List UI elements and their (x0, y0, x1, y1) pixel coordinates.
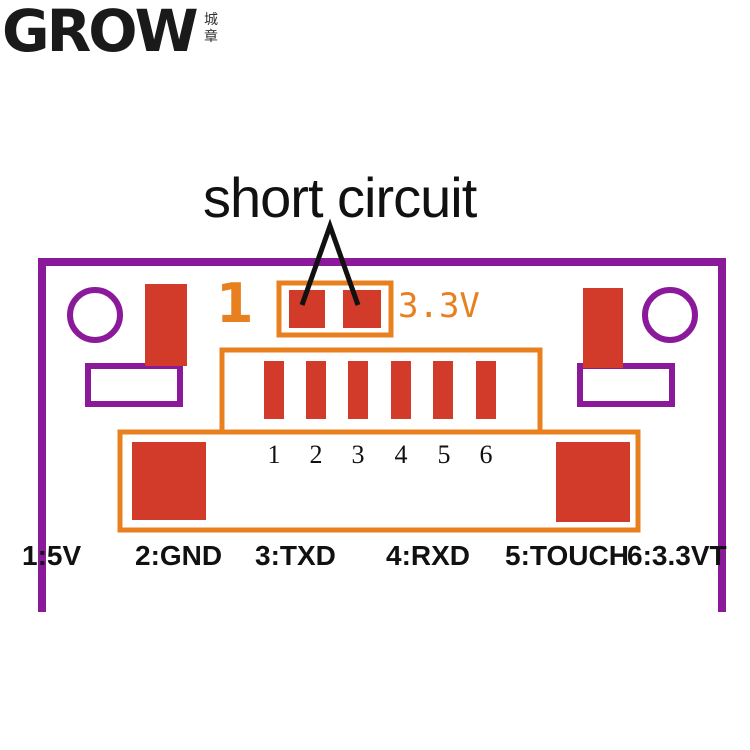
side-pad-left (145, 284, 187, 366)
pin-number-1: 1 (267, 440, 281, 469)
mount-hole-right (642, 287, 698, 343)
connector-anchor-pad-left (132, 442, 206, 520)
pin-function-4: 4:RXD (386, 540, 471, 571)
connector-anchor-pad-right (556, 442, 630, 522)
voltage-label: 3.3V (398, 286, 480, 326)
pin-pad-5 (433, 361, 453, 419)
pin-number-5: 5 (437, 440, 451, 469)
pin-function-3: 3:TXD (255, 540, 336, 571)
pin-function-1: 1:5V (22, 540, 82, 571)
pin-function-2: 2:GND (135, 540, 223, 571)
pin-pad-1 (264, 361, 284, 419)
pin-number-4: 4 (394, 440, 408, 469)
pin-function-5: 5:TOUCH (505, 540, 629, 571)
grow-logo: GROW 城章 (0, 0, 240, 70)
pin-pad-3 (348, 361, 368, 419)
connector-pins (264, 361, 496, 419)
logo-text: GROW (2, 0, 199, 65)
pin-function-6: 6:3.3VT (627, 540, 727, 571)
pin-number-3: 3 (351, 440, 365, 469)
jumper-outline (276, 280, 394, 338)
short-circuit-arrow (299, 218, 361, 306)
pin-pad-4 (391, 361, 411, 419)
pin-number-2: 2 (309, 440, 323, 469)
side-outline-left (85, 363, 183, 407)
jumper-pad-right (343, 290, 381, 328)
pin-number-6: 6 (479, 440, 493, 469)
mount-hole-left (67, 287, 123, 343)
side-pad-right (583, 288, 623, 368)
pin-pad-6 (476, 361, 496, 419)
short-circuit-label: short circuit (203, 166, 477, 229)
board-outline (38, 258, 726, 612)
connector-lower-body (117, 429, 641, 533)
side-outline-right (577, 363, 675, 407)
pin1-marker: 1 (216, 272, 254, 335)
pin-pad-2 (306, 361, 326, 419)
logo-seal: 城章 (204, 12, 218, 45)
